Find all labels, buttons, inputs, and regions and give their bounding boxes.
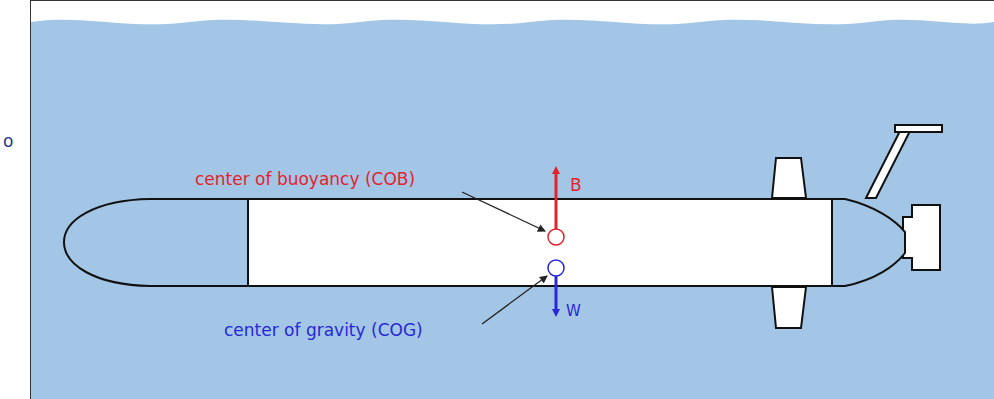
tail-cone	[832, 199, 905, 286]
cob-label: center of buoyancy (COB)	[195, 169, 415, 189]
weight-arrow	[555, 276, 558, 313]
edge-fragment: o	[3, 131, 13, 151]
water	[31, 20, 994, 399]
top-fin	[772, 158, 806, 198]
buoyancy-arrow	[555, 170, 558, 229]
force-label: B	[570, 175, 582, 195]
bottom-fin	[772, 287, 806, 328]
antenna-top	[895, 125, 942, 132]
cog-marker	[548, 260, 564, 276]
nose	[64, 199, 248, 286]
force-label: W	[566, 302, 581, 320]
cob-leader	[462, 192, 545, 231]
cob-marker	[548, 229, 564, 245]
cog-leader	[482, 276, 547, 324]
cog-label: center of gravity (COG)	[224, 320, 423, 340]
propeller	[903, 205, 940, 270]
antenna	[866, 131, 910, 198]
hull	[248, 199, 832, 286]
frame	[31, 1, 994, 399]
